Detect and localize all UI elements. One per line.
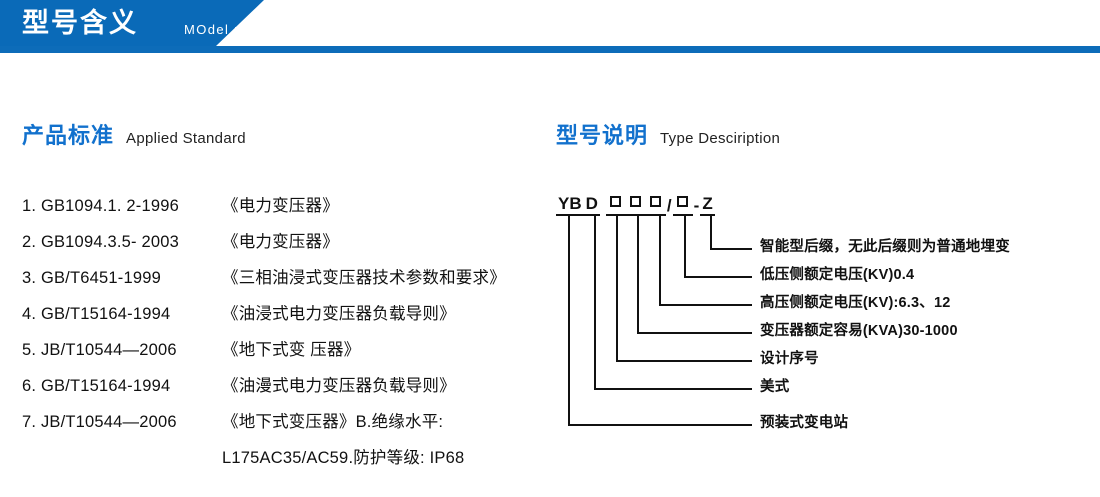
callout-label-4: 设计序号	[760, 351, 819, 367]
leader-horizontal-5	[594, 388, 752, 390]
standard-code: 6. GB/T15164-1994	[22, 377, 171, 395]
leader-vertical-0	[710, 216, 712, 248]
standard-code: 3. GB/T6451-1999	[22, 269, 161, 287]
standards-list: 1. GB1094.1. 2-1996《电力变压器》2. GB1094.3.5-…	[22, 192, 542, 480]
standard-row: 4. GB/T15164-1994 《油浸式电力变压器负载导则》	[22, 300, 542, 336]
standard-code: 1. GB1094.1. 2-1996	[22, 197, 179, 215]
standard-row: 6. GB/T15164-1994 《油漫式电力变压器负载导则》	[22, 372, 542, 408]
standard-row: L175AC35/AC59.防护等级: IP68	[22, 444, 542, 480]
standard-name: L175AC35/AC59.防护等级: IP68	[222, 449, 465, 467]
code-segment-6	[672, 192, 693, 216]
standard-name: 《地下式变 压器》	[222, 341, 361, 359]
section-heading-type-description: 型号说明 Type Desciription	[556, 118, 780, 150]
code-placeholder-box	[677, 196, 689, 208]
section-heading-en: Type Desciription	[660, 130, 781, 147]
code-placeholder-box	[630, 196, 642, 208]
standard-name: 《电力变压器》	[222, 233, 339, 251]
code-placeholder-box	[610, 196, 622, 208]
leader-vertical-2	[659, 216, 661, 304]
leader-vertical-3	[637, 216, 639, 332]
code-segment-4	[645, 192, 666, 216]
leader-horizontal-6	[568, 424, 752, 426]
section-heading-applied-standard: 产品标准 Applied Standard	[22, 118, 246, 150]
banner-bottom-rule	[0, 46, 1100, 53]
code-segment-0: YB	[556, 194, 584, 216]
standard-row: 5. JB/T10544—2006 《地下式变 压器》	[22, 336, 542, 372]
code-segment-8: Z	[700, 194, 715, 216]
leader-vertical-4	[616, 216, 618, 360]
leader-horizontal-0	[710, 248, 752, 250]
standard-name: 《地下式变压器》B.绝缘水平:	[222, 413, 444, 431]
code-segment-5: /	[666, 196, 672, 215]
code-segment-1: D	[583, 194, 600, 216]
leader-vertical-1	[684, 216, 686, 276]
leader-vertical-6	[568, 216, 570, 424]
code-segment-3	[625, 192, 646, 216]
standard-row: 3. GB/T6451-1999 《三相油浸式变压器技术参数和要求》	[22, 264, 542, 300]
standard-code: 4. GB/T15164-1994	[22, 305, 171, 323]
callout-label-0: 智能型后缀，无此后缀则为普通地埋变	[760, 239, 1010, 255]
standard-row: 2. GB1094.3.5- 2003 《电力变压器》	[22, 228, 542, 264]
standard-name: 《油漫式电力变压器负载导则》	[222, 377, 456, 395]
standard-row: 7. JB/T10544—2006 《地下式变压器》B.绝缘水平:	[22, 408, 542, 444]
leader-horizontal-2	[659, 304, 752, 306]
leader-horizontal-4	[616, 360, 752, 362]
section-heading-cn: 产品标准	[22, 123, 115, 148]
callout-label-5: 美式	[760, 379, 790, 395]
leader-vertical-5	[594, 216, 596, 388]
callout-label-1: 低压侧额定电压(KV)0.4	[760, 267, 915, 283]
leader-horizontal-1	[684, 276, 752, 278]
code-segment-2	[605, 192, 626, 216]
banner-angled-shape	[0, 0, 264, 46]
leader-horizontal-3	[637, 332, 752, 334]
standard-name: 《油浸式电力变压器负载导则》	[222, 305, 456, 323]
standard-code: 2. GB1094.3.5- 2003	[22, 233, 179, 251]
code-placeholder-box	[650, 196, 662, 208]
page-banner: 型号含义 MOdel maning	[0, 0, 1100, 56]
section-heading-en: Applied Standard	[126, 130, 246, 147]
standard-code: 7. JB/T10544—2006	[22, 413, 177, 431]
callout-label-3: 变压器额定容易(KVA)30-1000	[760, 323, 958, 339]
standard-name: 《三相油浸式变压器技术参数和要求》	[222, 269, 506, 287]
standard-name: 《电力变压器》	[222, 197, 339, 215]
callout-label-6: 预装式变电站	[760, 415, 849, 431]
callout-label-2: 高压侧额定电压(KV):6.3、12	[760, 295, 951, 311]
banner-title: 型号含义	[22, 8, 138, 38]
code-segment-7: -	[693, 196, 700, 215]
standard-row: 1. GB1094.1. 2-1996 《电力变压器》	[22, 192, 542, 228]
standard-code: 5. JB/T10544—2006	[22, 341, 177, 359]
section-heading-cn: 型号说明	[556, 123, 649, 148]
banner-subtitle: MOdel maning	[184, 22, 286, 37]
